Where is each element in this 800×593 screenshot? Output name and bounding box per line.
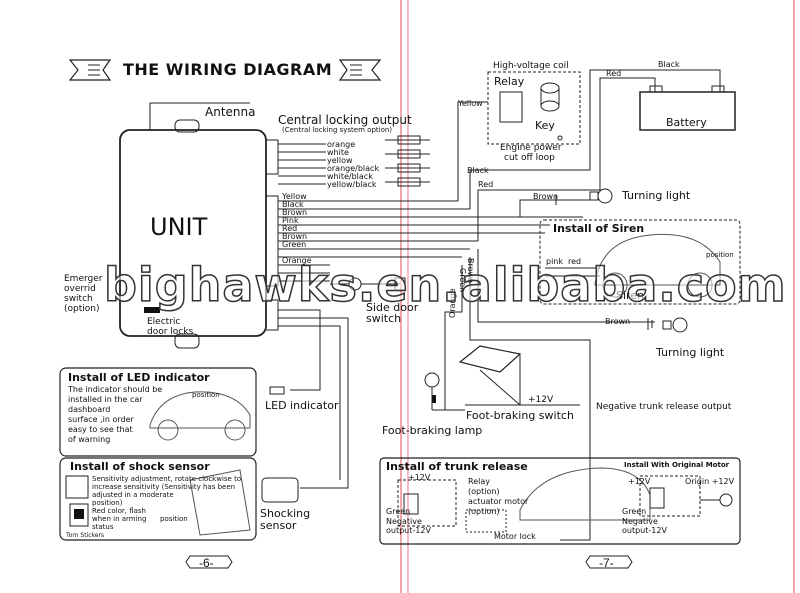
watermark: bighawks.en.alibaba.com [103,257,787,313]
orig-plus: +12V [628,477,651,486]
siren-position: position [706,251,734,259]
siren-label: Siren [616,289,645,302]
trunk-title: Install of trunk release [386,460,528,473]
battery-red-label: Red [606,69,622,78]
unit-sub2: door locks [147,327,194,337]
trunk-relay-opt: (option) [468,487,500,496]
side-door-l2: switch [366,312,402,325]
wire-red-label: Red [478,180,494,189]
emergency-l4: (option) [64,304,100,314]
led-position: position [192,391,220,399]
main-wire: Green [282,240,307,249]
trunk-neg2: output-12V [386,526,431,535]
side-door-l1: Side door [366,301,419,314]
antenna-label: Antenna [205,105,256,119]
battery-black-label: Black [658,60,680,69]
central-locking-sub: (Central locking system option) [282,126,393,134]
main-wire: Red [282,224,298,233]
cl-wire: orange [327,140,356,149]
trunk-actuator-opt: (option) [468,507,500,516]
hv-caption-1: Engine power [500,143,562,153]
main-wire: Brown [282,208,308,217]
emergency-l1: Emerger [64,274,103,284]
siren-title: Install of Siren [553,222,645,235]
unit-label: UNIT [150,213,208,241]
main-wire: Pink [282,216,299,225]
key-label: Key [535,119,555,132]
relay-label: Relay [494,75,525,88]
motor-lock: Motor lock [494,532,536,541]
diagram-title: THE WIRING DIAGRAM [123,60,333,79]
foot-switch-label: Foot-braking switch [466,409,574,422]
trunk-plus: +12V [408,473,431,482]
main-wire: Black [282,200,304,209]
foot-plus: +12V [528,395,554,405]
main-wire: Orange [282,256,312,265]
shock-label-1: Shocking [260,507,311,520]
cl-wire: yellow/black [327,180,377,189]
shock-label-2: sensor [260,519,297,532]
emergency-l2: overrid [64,284,96,294]
main-wire: Yellow [282,192,307,201]
unit-sub1: Electric [147,317,181,327]
cl-wire: orange/black [327,164,380,173]
siren-pink: pink [546,257,564,266]
turning-light-2: Turning light [656,346,725,359]
orig-neg2: output-12V [622,526,667,535]
shock-position: position [160,515,188,523]
trunk-neg1: Negative [386,517,422,526]
cl-wire: yellow [327,156,353,165]
foot-lamp-label: Foot-braking lamp [382,424,483,437]
orig-green: Green [622,507,647,516]
cl-wire: white/black [327,172,373,181]
torn-stickers: Torn Stickers [66,532,105,539]
led-indicator-label: LED indicator [265,399,339,412]
brown-label-2: Brown [605,317,631,326]
turning-light-1: Turning light [622,189,691,202]
trunk-actuator: actuator motor [468,497,529,506]
page-number-left: -6- [199,556,214,570]
hv-caption-2: cut off loop [504,153,555,163]
shock-title: Install of shock sensor [70,460,210,473]
battery-label: Battery [666,116,707,129]
neg-trunk-label: Negative trunk release output [596,402,732,412]
page-number-right: -7- [599,556,614,570]
wire-yellow-label: Yellow [458,99,483,108]
siren-red: red [568,257,582,266]
orig-neg1: Negative [622,517,658,526]
wire-black-label: Black [467,166,489,175]
wire-brown-label: Brown [533,192,559,201]
orig-origin: Origin +12V [685,477,735,486]
cl-wire: white [327,148,349,157]
trunk-green: Green [386,507,411,516]
main-wire: Brown [282,232,308,241]
hv-coil-title: High-voltage coil [493,61,569,71]
emergency-l3: switch [64,294,93,304]
led-title: Install of LED indicator [68,371,210,384]
orig-title: Install With Original Motor [624,461,730,469]
central-locking-title: Central locking output [278,113,412,127]
trunk-relay: Relay [468,477,490,486]
